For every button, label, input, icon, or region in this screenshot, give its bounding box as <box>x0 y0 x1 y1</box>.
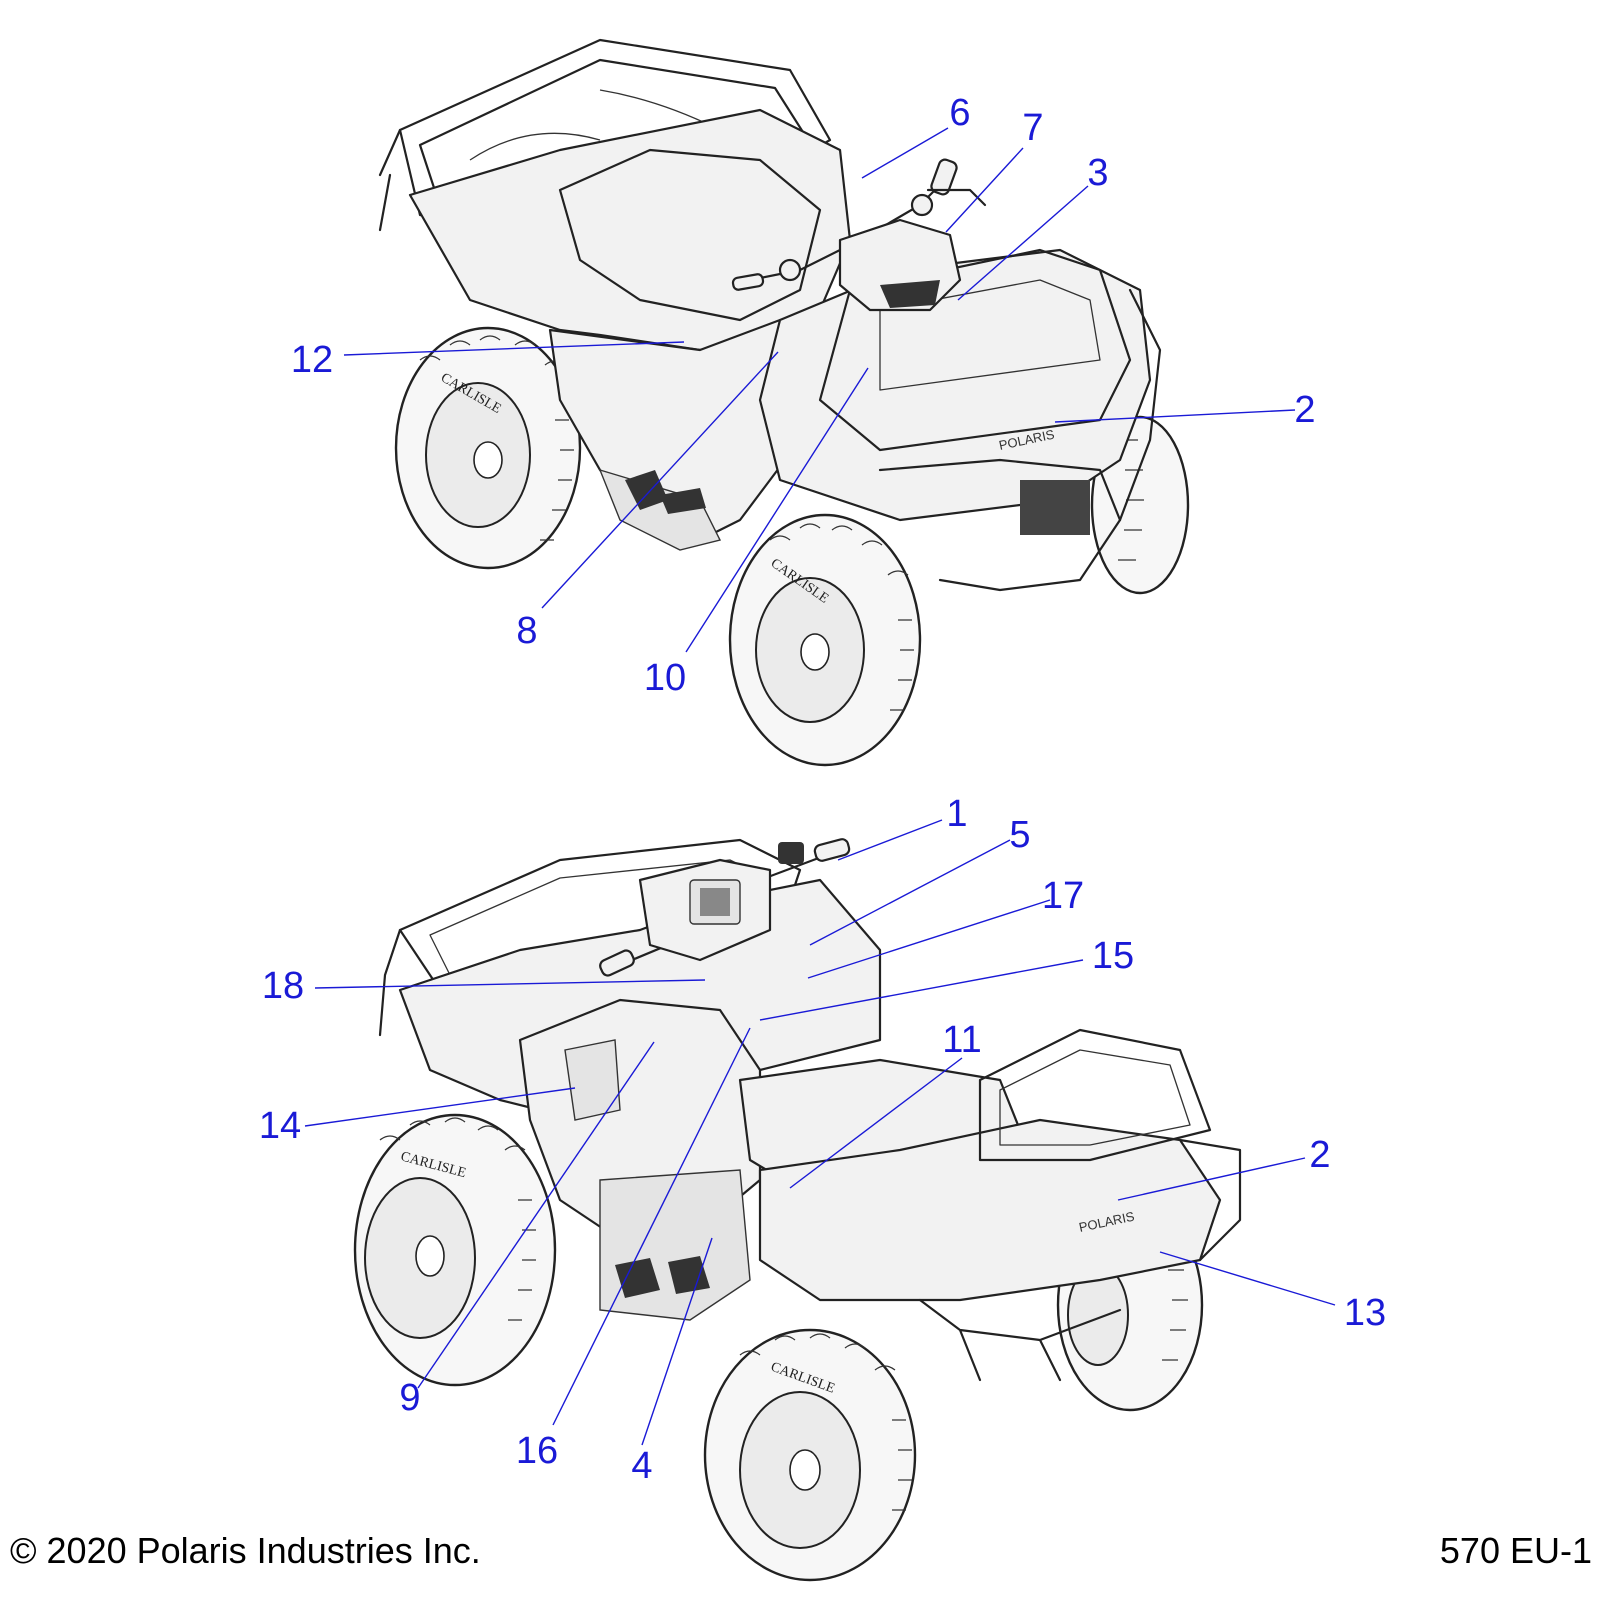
callout-17: 17 <box>1042 875 1084 917</box>
leader-12 <box>343 341 685 356</box>
handlebar-top <box>731 158 987 291</box>
callout-labels: 6 7 3 12 2 8 10 1 5 17 15 18 11 14 2 13 … <box>259 92 1386 1487</box>
atv-bottom-illustration: CARLISLE CARLISLE <box>353 838 1242 1582</box>
side-graphic-decal-top <box>625 470 706 514</box>
leader-2a <box>1054 409 1296 423</box>
copyright-notice: © 2020 Polaris Industries Inc. <box>10 1530 481 1571</box>
leader-7 <box>945 147 1024 233</box>
rear-left-wheel-top: CARLISLE <box>394 326 582 570</box>
side-graphic-decal-bottom <box>615 1256 710 1298</box>
callout-3: 3 <box>1087 152 1108 194</box>
callout-16: 16 <box>516 1430 558 1472</box>
leader-8 <box>541 351 779 609</box>
footwell-bottom <box>599 1169 751 1321</box>
callout-12: 12 <box>291 339 333 381</box>
warning-label-panel <box>564 1039 621 1121</box>
leader-5 <box>809 839 1011 946</box>
atv-top-illustration: CARLISLE CARLISLE <box>378 38 1190 767</box>
callout-4: 4 <box>631 1445 652 1487</box>
callout-18: 18 <box>262 965 304 1007</box>
leader-17 <box>807 899 1051 979</box>
callout-10: 10 <box>644 657 686 699</box>
callout-6: 6 <box>949 92 970 134</box>
callout-14: 14 <box>259 1105 301 1147</box>
leader-15 <box>759 959 1084 1021</box>
rear-left-wheel-bottom: CARLISLE <box>703 1328 917 1582</box>
callout-5: 5 <box>1009 814 1030 856</box>
leader-1 <box>837 819 943 861</box>
callout-1: 1 <box>946 793 967 835</box>
callout-13: 13 <box>1344 1292 1386 1334</box>
leader-lines <box>304 127 1336 1446</box>
leader-6 <box>861 127 949 179</box>
callout-9: 9 <box>399 1377 420 1419</box>
front-bumper-top <box>878 458 1122 592</box>
leader-18 <box>314 979 706 989</box>
leader-16 <box>552 1027 751 1426</box>
leader-9 <box>417 1041 655 1389</box>
leader-4 <box>641 1237 713 1446</box>
radiator-grille-top <box>1020 480 1090 535</box>
front-left-wheel-bottom: CARLISLE <box>353 1113 557 1387</box>
callout-8: 8 <box>516 610 537 652</box>
leader-2b <box>1117 1157 1306 1201</box>
rear-frame-bottom <box>918 1298 1122 1382</box>
leader-13 <box>1159 1251 1336 1306</box>
leader-3 <box>957 185 1089 301</box>
callout-2: 2 <box>1294 389 1315 431</box>
leader-11 <box>789 1057 963 1189</box>
callout-7: 7 <box>1022 107 1043 149</box>
leader-10 <box>685 367 869 653</box>
callout-11: 11 <box>942 1019 981 1061</box>
rear-rack-bottom <box>978 1028 1242 1262</box>
front-rack-top <box>818 248 1162 522</box>
display-lcd-bottom <box>700 888 730 916</box>
front-left-wheel-top: CARLISLE <box>728 513 922 767</box>
headlight-lens-top <box>880 280 940 308</box>
callout-15: 15 <box>1092 935 1134 977</box>
callout-2b: 2 <box>1309 1134 1330 1176</box>
leader-14 <box>304 1087 576 1127</box>
figure-number: 570 EU-1 <box>1439 1530 1592 1571</box>
